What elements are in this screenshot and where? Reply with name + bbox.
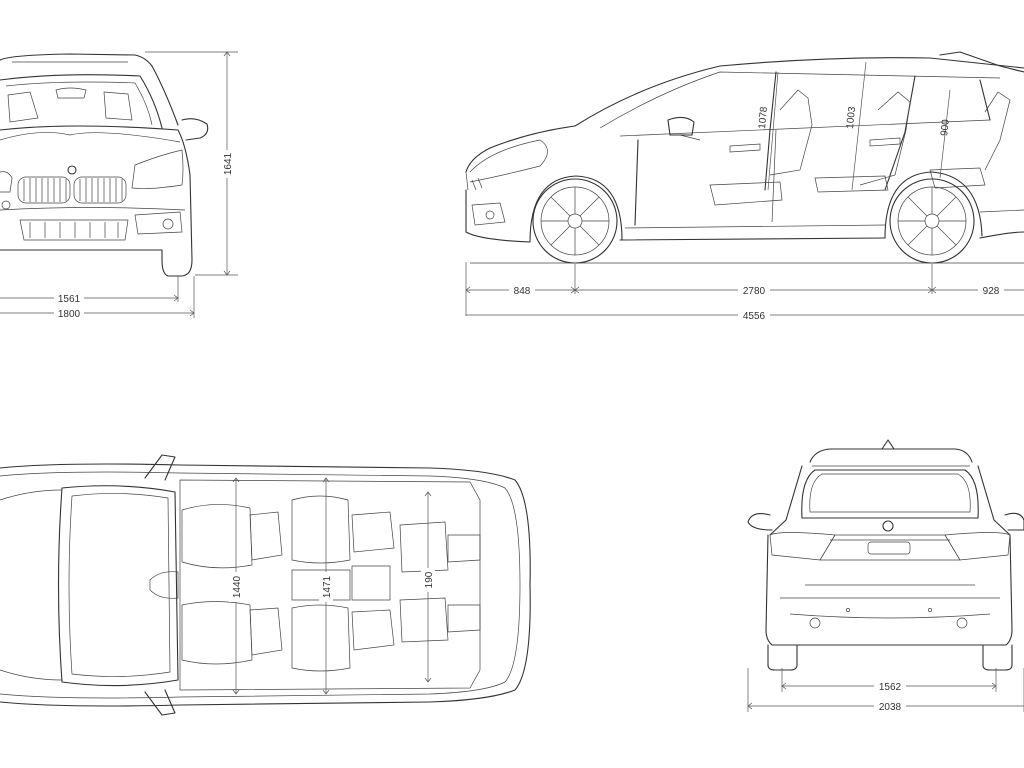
dim-label-wheelbase: 2780 [743,286,766,297]
dim-label-rear-overhang: 928 [983,286,1000,297]
dim-label-headroom-rear: 900 [939,118,952,136]
dim-label-track-front: 1561 [58,294,81,305]
dim-label-width-mirrors: 2038 [879,702,902,713]
dim-label-shoulder-middle: 1471 [322,575,333,598]
side-view [465,51,1024,316]
dim-label-headroom-middle: 1003 [845,106,858,130]
dim-label-headroom-front: 1078 [757,106,770,130]
dim-label-front-overhang: 848 [514,286,531,297]
rear-view [747,439,1024,712]
front-view [0,51,238,318]
dim-label-shoulder-front: 1440 [232,575,243,598]
top-view [0,454,531,716]
dim-label-shoulder-rear: 190 [424,571,435,588]
dim-label-width: 1800 [58,309,81,320]
dim-label-height: 1641 [223,152,234,175]
dim-label-track-rear: 1562 [879,682,902,693]
dim-label-length: 4556 [743,311,766,322]
